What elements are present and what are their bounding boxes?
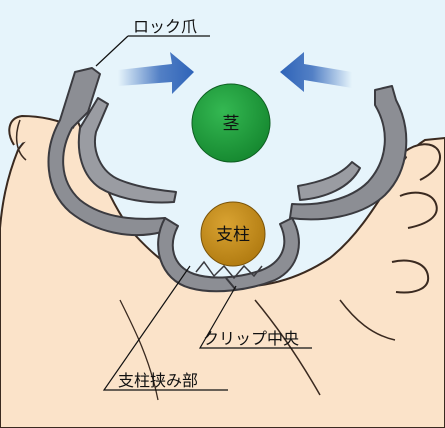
lock-claw-label: ロック爪: [133, 17, 197, 36]
stem-node: 茎: [191, 83, 271, 163]
hand-illustration: [0, 114, 445, 428]
support-pole-node: 支柱: [200, 201, 266, 267]
leader-clip-center: [198, 285, 312, 349]
arrow-left-icon: [280, 52, 352, 92]
arrow-right-icon: [118, 52, 194, 94]
leader-lock-claw: [95, 35, 210, 67]
clip-center-label: クリップ中央: [203, 329, 299, 348]
pole-grip-label: 支柱挟み部: [118, 371, 198, 390]
stem-label: 茎: [223, 114, 240, 134]
clip-illustration: [47, 67, 408, 293]
leader-pole-grip: [102, 265, 228, 391]
support-pole-label: 支柱: [216, 225, 250, 245]
